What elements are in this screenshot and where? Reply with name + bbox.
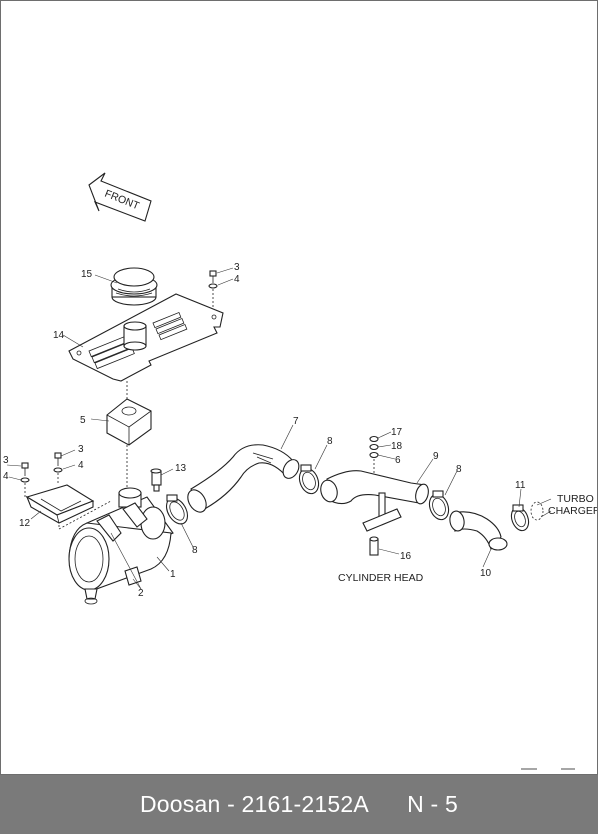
hose-part-7: [187, 444, 300, 513]
footer-part-number: 2161-2152A: [241, 791, 368, 817]
cylinder-head-label: CYLINDER HEAD: [338, 572, 424, 584]
callout-8-middle: 8: [327, 436, 333, 447]
callout-16: 16: [400, 551, 412, 562]
callout-6: 6: [395, 455, 401, 466]
callout-14: 14: [53, 330, 65, 341]
plate-part-14: [68, 293, 224, 382]
turbo-charger-label-line1: TURBO: [557, 493, 594, 505]
callout-4-mid: 4: [78, 460, 84, 471]
callout-4-top: 4: [234, 274, 240, 285]
callout-9: 9: [433, 451, 439, 462]
elbow-hose-part-10: [449, 510, 508, 551]
front-arrow: FRONT: [88, 172, 152, 222]
clamp-part-8-left: [165, 494, 189, 525]
callout-numbers: 15 14 3 4 5 3 4 3 4 12 13 8 1 2 7 8 17 1…: [3, 262, 526, 599]
footer-page-code: N - 5: [407, 791, 458, 817]
callout-8-left: 8: [192, 545, 198, 556]
bracket-part-5: [106, 398, 152, 446]
callout-10: 10: [480, 568, 492, 579]
pipe-part-9: [320, 470, 429, 556]
footer-brand: Doosan: [140, 791, 221, 817]
cap-part-15: [110, 267, 158, 306]
footer-caption: Doosan - 2161-2152A N - 5: [140, 791, 458, 818]
callout-2: 2: [138, 588, 144, 599]
callout-13: 13: [175, 463, 187, 474]
footer-bar: Doosan - 2161-2152A N - 5: [0, 775, 598, 834]
callout-15: 15: [81, 269, 93, 280]
footer-gap: [368, 791, 408, 817]
callout-8-right: 8: [456, 464, 462, 475]
fasteners-part-6-17-18: [369, 435, 379, 476]
callout-5: 5: [80, 415, 86, 426]
footer-separator: -: [220, 791, 242, 817]
callout-leaders: [6, 267, 552, 590]
callout-11: 11: [515, 480, 526, 491]
bracket-part-12: [20, 452, 112, 530]
diagram-frame: FRONT: [0, 0, 598, 775]
callout-3-top: 3: [234, 262, 240, 273]
callout-18: 18: [391, 441, 403, 452]
callout-1: 1: [170, 569, 176, 580]
clamp-part-8-middle: [298, 464, 320, 495]
callout-4-left: 4: [3, 471, 9, 482]
indicator-part-13: [150, 468, 162, 492]
callout-7: 7: [293, 416, 299, 427]
bolt-part-3-top: [208, 270, 218, 309]
callout-3-left: 3: [3, 455, 9, 466]
exploded-parts-diagram: FRONT: [3, 172, 597, 770]
clamp-part-8-right: [428, 490, 450, 521]
callout-3-mid: 3: [78, 444, 84, 455]
turbo-charger-label-line2: CHARGER: [548, 505, 597, 517]
air-cleaner-part-1: [68, 487, 174, 605]
callout-12: 12: [19, 518, 31, 529]
clamp-part-11: [510, 501, 544, 532]
callout-17: 17: [391, 427, 403, 438]
